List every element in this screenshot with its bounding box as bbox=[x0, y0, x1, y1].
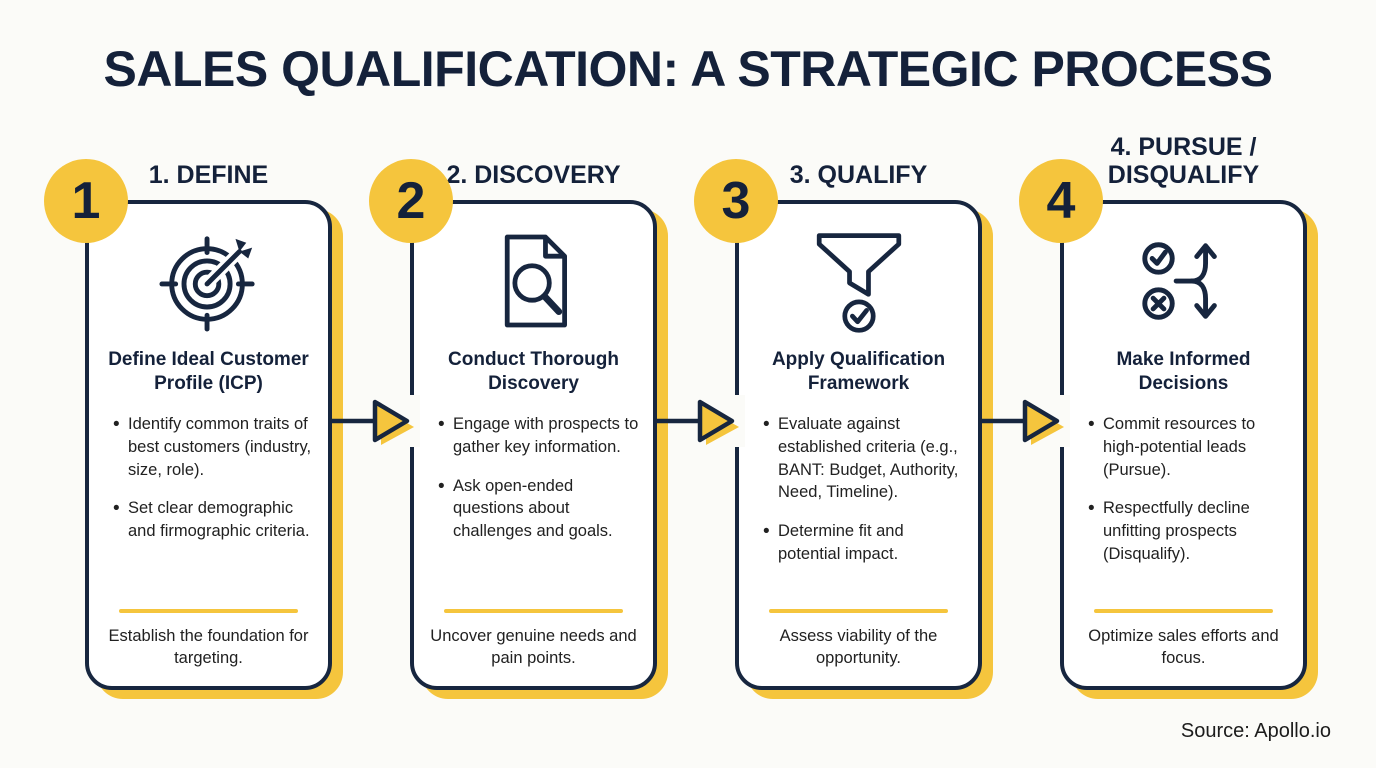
step-qualify-number-badge: 3 bbox=[694, 159, 778, 243]
funnel-check-icon bbox=[809, 228, 909, 336]
bullet-item: Determine fit and potential impact. bbox=[763, 519, 964, 566]
step-discovery-footer: Uncover genuine needs and pain points. bbox=[430, 627, 637, 668]
source-attribution: Source: Apollo.io bbox=[1180, 720, 1331, 742]
bullet-item: Set clear demographic and firmographic c… bbox=[113, 496, 314, 543]
step-pursue-label-zone: 4. PURSUE / DISQUALIFY bbox=[1060, 128, 1307, 200]
step-discovery-number: 2 bbox=[396, 172, 426, 230]
step-qualify-number: 3 bbox=[721, 172, 751, 230]
bullet-item: Ask open-ended questions about challenge… bbox=[438, 474, 639, 543]
target-icon bbox=[158, 228, 260, 336]
step-qualify-label: 3. QUALIFY bbox=[789, 161, 928, 189]
step-pursue-heading: Make Informed Decisions bbox=[1116, 349, 1251, 395]
step-qualify-card: 3 Apply Qualification Framework Evaluate… bbox=[694, 159, 982, 690]
step-discovery-label-zone: 2. DISCOVERY bbox=[410, 128, 657, 200]
flow-arrow-1-icon bbox=[329, 395, 425, 447]
step-qualify-heading: Apply Qualification Framework bbox=[771, 349, 946, 395]
step-pursue-footer-zone: Optimize sales efforts and focus. bbox=[1064, 609, 1303, 686]
step-define-label-zone: 1. DEFINE bbox=[85, 128, 332, 200]
document-search-icon bbox=[490, 228, 578, 336]
flow-arrow-3-icon bbox=[979, 395, 1075, 447]
step-pursue-disqualify: 4. PURSUE / DISQUALIFY 4 bbox=[1019, 128, 1307, 690]
step-pursue-number-badge: 4 bbox=[1019, 159, 1103, 243]
step-define-card: 1 bbox=[44, 159, 332, 690]
bullet-item: Identify common traits of best customers… bbox=[113, 412, 314, 481]
process-row: 1. DEFINE 1 bbox=[44, 128, 1376, 690]
step-pursue-card: 4 Make Informed Decisions bbox=[1019, 159, 1307, 690]
step-qualify-footer: Assess viability of the opportunity. bbox=[779, 627, 938, 668]
yellow-divider bbox=[769, 609, 948, 614]
yellow-divider bbox=[119, 609, 298, 614]
step-qualify-bullets: Evaluate against established criteria (e… bbox=[739, 412, 978, 582]
flow-arrow-2-icon bbox=[654, 395, 750, 447]
step-discovery-card: 2 Conduct Thorough Discovery Engage with… bbox=[369, 159, 657, 690]
decision-arrows-icon bbox=[1135, 228, 1233, 336]
step-discovery-label: 2. DISCOVERY bbox=[446, 161, 621, 189]
bullet-item: Engage with prospects to gather key info… bbox=[438, 412, 639, 459]
yellow-divider bbox=[444, 609, 623, 614]
step-define-footer: Establish the foundation for targeting. bbox=[108, 627, 309, 668]
step-discovery-footer-zone: Uncover genuine needs and pain points. bbox=[414, 609, 653, 686]
yellow-divider bbox=[1094, 609, 1273, 614]
bullet-item: Commit resources to high-potential leads… bbox=[1088, 412, 1289, 481]
step-pursue-footer: Optimize sales efforts and focus. bbox=[1088, 627, 1279, 668]
bullet-item: Evaluate against established criteria (e… bbox=[763, 412, 964, 504]
step-pursue-number: 4 bbox=[1046, 172, 1076, 230]
bullet-item: Respectfully decline unfitting prospects… bbox=[1088, 496, 1289, 565]
step-define-footer-zone: Establish the foundation for targeting. bbox=[89, 609, 328, 686]
step-define-label: 1. DEFINE bbox=[148, 161, 269, 189]
step-define-number: 1 bbox=[71, 172, 101, 230]
step-pursue-bullets: Commit resources to high-potential leads… bbox=[1064, 412, 1303, 582]
page-title: SALES QUALIFICATION: A STRATEGIC PROCESS bbox=[103, 41, 1273, 97]
step-discovery-number-badge: 2 bbox=[369, 159, 453, 243]
step-qualify-footer-zone: Assess viability of the opportunity. bbox=[739, 609, 978, 686]
step-define-number-badge: 1 bbox=[44, 159, 128, 243]
step-qualify: 3. QUALIFY 3 Apply Qualification Framewo… bbox=[694, 128, 982, 690]
step-discovery-heading: Conduct Thorough Discovery bbox=[448, 349, 619, 395]
step-pursue-label: 4. PURSUE / DISQUALIFY bbox=[1107, 133, 1260, 189]
step-define-heading: Define Ideal Customer Profile (ICP) bbox=[108, 349, 309, 395]
step-define: 1. DEFINE 1 bbox=[44, 128, 332, 690]
step-discovery-bullets: Engage with prospects to gather key info… bbox=[414, 412, 653, 559]
step-qualify-label-zone: 3. QUALIFY bbox=[735, 128, 982, 200]
step-define-bullets: Identify common traits of best customers… bbox=[89, 412, 328, 559]
step-discovery: 2. DISCOVERY 2 Conduct Thorough Discover… bbox=[369, 128, 657, 690]
